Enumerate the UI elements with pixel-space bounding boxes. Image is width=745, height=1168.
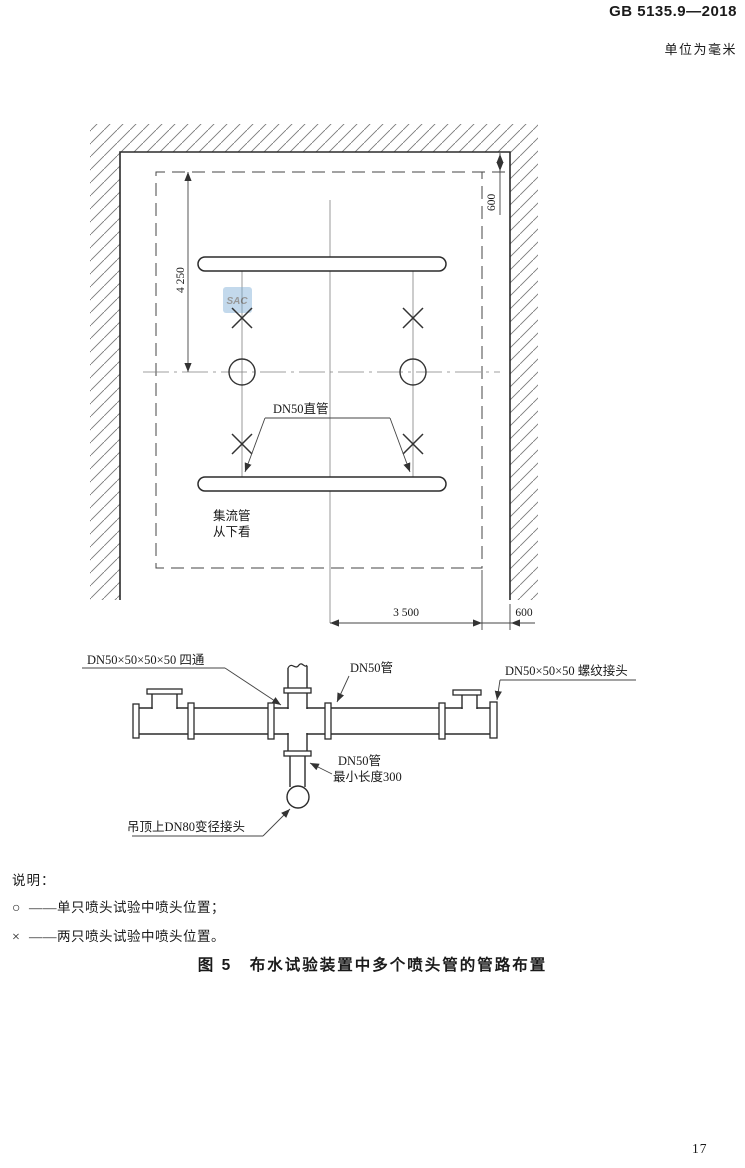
manifold-pipe-bottom [197, 476, 447, 492]
room-diagram: SAC 4 250 [90, 124, 538, 630]
tee-stub-left [146, 688, 183, 710]
pipe-flanges [132, 701, 498, 740]
label-drop-pipe-line2: 最小长度300 [333, 769, 402, 784]
leader-dn50-straight-pipe [244, 417, 411, 473]
leader-dn50-pipe-top [336, 675, 350, 703]
drop-pipe [289, 756, 306, 787]
legend-item-text: ——单只喷头试验中喷头位置； [29, 900, 225, 915]
cross-stub-bottom [287, 732, 308, 751]
reducer-outlet-circle [286, 785, 310, 809]
label-manifold-line1: 集流管 [213, 508, 251, 523]
sac-watermark: SAC [223, 287, 252, 313]
dim-text-600-top: 600 [486, 194, 498, 212]
leader-cross-fitting [82, 667, 282, 706]
page-number: 17 [692, 1141, 708, 1156]
standard-code: GB 5135.9—2018 [609, 3, 737, 20]
legend-item-text: ——两只喷头试验中喷头位置。 [29, 929, 225, 944]
pipe-assembly-diagram: DN50×50×50×50 四通 DN50管 DN50×50×50 螺纹接头 D… [82, 653, 636, 837]
label-reducer: 吊顶上DN80变径接头 [127, 819, 245, 834]
legend-item-two-sprinklers: × ——两只喷头试验中喷头位置。 [12, 925, 225, 946]
figure-caption: 图 5 布水试验装置中多个喷头管的管路布置 [197, 957, 548, 974]
flange-drop-pipe [283, 750, 312, 757]
riser-pipe-broken-end [287, 663, 308, 688]
sprinkler-circle [399, 358, 427, 386]
clearance-dashed-boundary [155, 171, 505, 569]
leader-drop-pipe [309, 762, 333, 775]
svg-text:SAC: SAC [226, 296, 248, 307]
manifold-pipe-top [197, 256, 447, 272]
main-pipe [139, 707, 491, 735]
legend-item-single-sprinkler: ○ ——单只喷头试验中喷头位置； [12, 896, 225, 917]
leader-threaded-joint [494, 679, 636, 701]
label-dn50-straight-pipe: DN50直管 [273, 401, 329, 416]
label-threaded-joint: DN50×50×50 螺纹接头 [505, 663, 628, 678]
legend: 说明： ○ ——单只喷头试验中喷头位置； × ——两只喷头试验中喷头位置。 [12, 869, 225, 954]
tee-stub-right [452, 689, 482, 710]
flange-riser-top [283, 687, 312, 694]
label-cross-fitting: DN50×50×50×50 四通 [87, 653, 205, 667]
dim-text-600-bottom: 600 [515, 607, 533, 619]
dim-text-3500: 3 500 [393, 607, 419, 619]
x-mark [231, 307, 424, 455]
leader-reducer [132, 808, 291, 837]
dim-text-4250: 4 250 [175, 267, 187, 293]
wall-inner-line [119, 151, 511, 600]
dimension-3500 [330, 570, 535, 630]
units-note: 单位为毫米 [664, 42, 737, 57]
label-dn50-pipe-top: DN50管 [350, 660, 393, 675]
wall-hatch [90, 124, 538, 600]
label-drop-pipe-line1: DN50管 [338, 753, 381, 768]
circle-symbol: ○ [12, 901, 21, 916]
label-manifold-line2: 从下看 [213, 525, 251, 539]
legend-title: 说明： [12, 873, 56, 888]
cross-stub-top [287, 693, 308, 710]
sprinkler-circle [228, 358, 256, 386]
x-symbol: × [12, 930, 21, 945]
